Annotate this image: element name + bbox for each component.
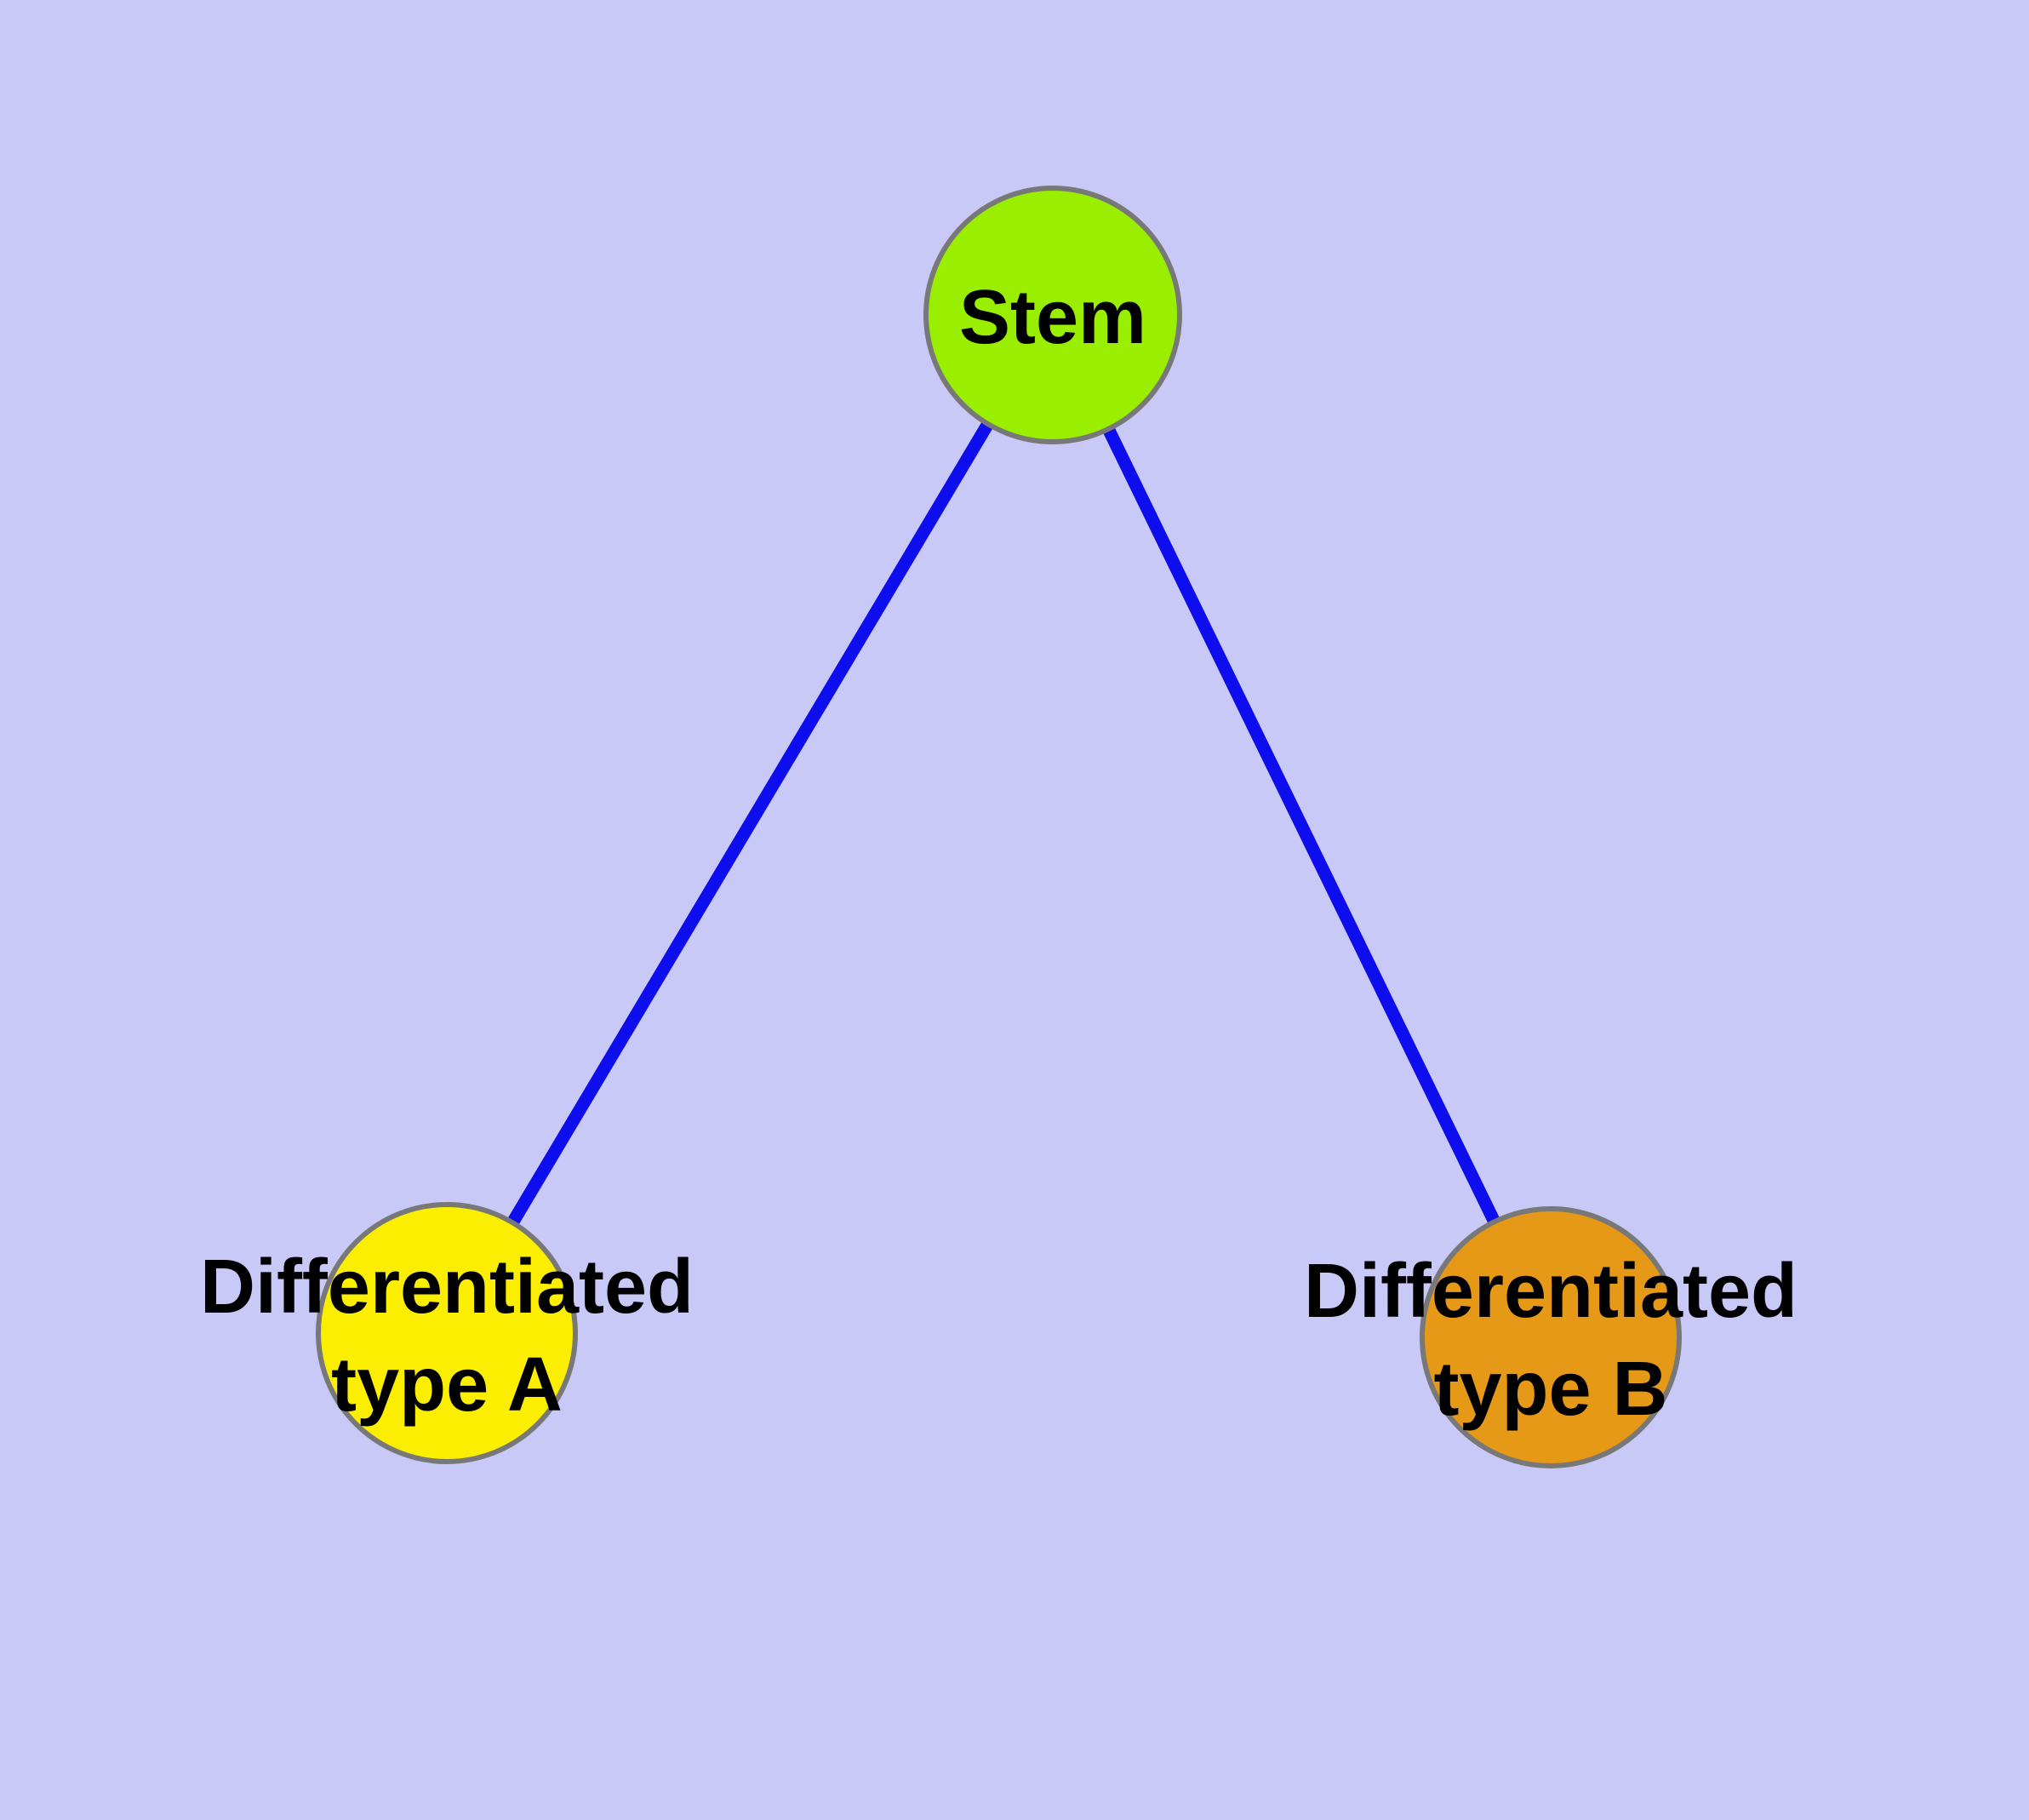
node-stem-label: Stem bbox=[959, 275, 1146, 360]
edge-stem-to-type-a bbox=[441, 312, 1059, 1336]
node-type-a-circle bbox=[316, 1202, 578, 1464]
node-type-a-label-line1: Differentiated bbox=[200, 1245, 694, 1330]
edge-stem-to-type-b bbox=[1047, 312, 1557, 1341]
node-type-b-label-line2: type B bbox=[1433, 1347, 1667, 1432]
node-type-a-label-line2: type A bbox=[331, 1342, 563, 1428]
node-stem-circle bbox=[923, 186, 1182, 444]
node-type-b-circle bbox=[1420, 1206, 1682, 1468]
node-type-b-label-line1: Differentiated bbox=[1304, 1249, 1798, 1334]
